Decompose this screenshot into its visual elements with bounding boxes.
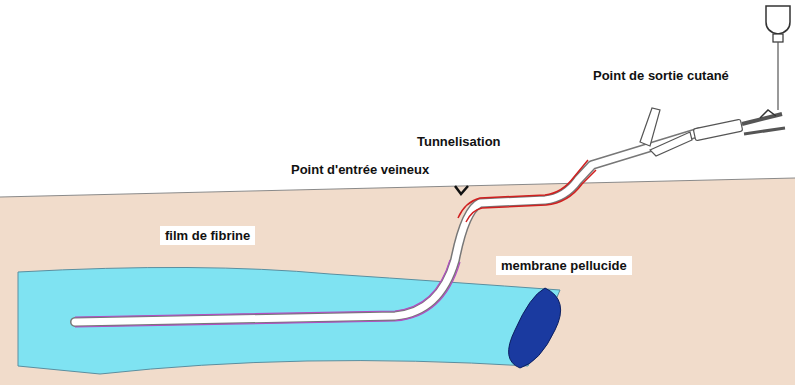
part-label: Point d'entrée veineux bbox=[286, 160, 434, 179]
drip-chamber bbox=[773, 34, 783, 42]
fibrin-film bbox=[75, 260, 450, 317]
part-label: membrane pellucide bbox=[496, 256, 632, 275]
infusion-bag bbox=[766, 6, 790, 34]
entry-mark bbox=[455, 186, 468, 194]
connector-line bbox=[744, 128, 785, 134]
clamp bbox=[640, 108, 660, 146]
vein-lumen-end bbox=[509, 288, 561, 368]
pellucid-membrane bbox=[466, 170, 596, 222]
catheter-outline bbox=[75, 132, 700, 322]
part-label: film de fibrine bbox=[160, 226, 255, 245]
clamp bbox=[650, 132, 692, 156]
skin-tissue bbox=[0, 178, 795, 385]
catheter-lumen bbox=[75, 132, 700, 322]
infusion-line bbox=[777, 42, 778, 110]
part-label: Tunnelisation bbox=[412, 132, 506, 151]
catheter-hub bbox=[693, 119, 742, 141]
connector-tip bbox=[760, 110, 776, 118]
part-label: Point de sortie cutané bbox=[588, 66, 734, 85]
skin-surface bbox=[0, 178, 795, 197]
fibrin-film bbox=[75, 262, 460, 327]
